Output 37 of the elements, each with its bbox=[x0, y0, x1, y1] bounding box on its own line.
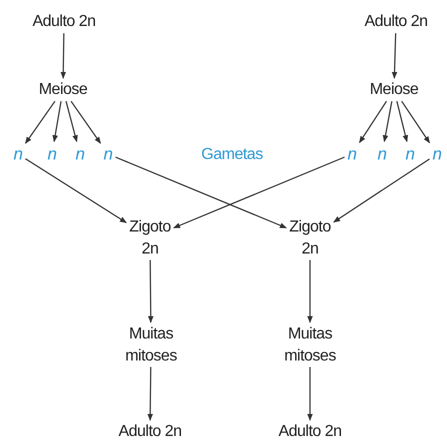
arrow bbox=[401, 100, 430, 144]
arrow bbox=[147, 367, 153, 421]
gamete-label: n bbox=[378, 144, 386, 166]
node-label: Meiose bbox=[370, 80, 418, 100]
arrow bbox=[115, 156, 287, 228]
node-label: Zigoto 2n bbox=[288, 217, 332, 259]
gamete-label: n bbox=[406, 144, 414, 166]
node-label: Adulto 2n bbox=[32, 12, 96, 32]
arrow bbox=[25, 158, 127, 224]
gamete-label: n bbox=[76, 144, 84, 166]
arrow bbox=[52, 101, 62, 142]
arrow bbox=[65, 101, 78, 142]
arrow bbox=[396, 101, 408, 142]
arrow bbox=[307, 367, 313, 421]
node-label: Adulto 2n bbox=[278, 422, 342, 442]
arrow bbox=[25, 100, 56, 144]
node-label: Adulto 2n bbox=[364, 12, 428, 32]
gamete-label: n bbox=[14, 144, 22, 166]
arrow bbox=[382, 101, 392, 142]
node-label: Meiose bbox=[38, 80, 88, 100]
arrow bbox=[358, 100, 387, 144]
arrow bbox=[333, 158, 430, 223]
arrow bbox=[148, 260, 154, 324]
gamete-label: n bbox=[348, 144, 356, 166]
gamete-label: n bbox=[104, 144, 112, 166]
gamete-label: n bbox=[48, 144, 56, 166]
gamete-label: n bbox=[432, 144, 442, 166]
arrow bbox=[307, 260, 313, 324]
arrow bbox=[392, 33, 398, 79]
node-label: Adulto 2n bbox=[118, 422, 182, 442]
arrow bbox=[60, 33, 66, 79]
node-label: Muitas mitoses bbox=[283, 324, 337, 366]
node-label: Muitas mitoses bbox=[124, 324, 178, 366]
caption-label: Gametas bbox=[201, 146, 263, 164]
arrow bbox=[70, 100, 101, 144]
node-label: Zigoto 2n bbox=[128, 217, 172, 259]
arrow bbox=[173, 156, 345, 228]
